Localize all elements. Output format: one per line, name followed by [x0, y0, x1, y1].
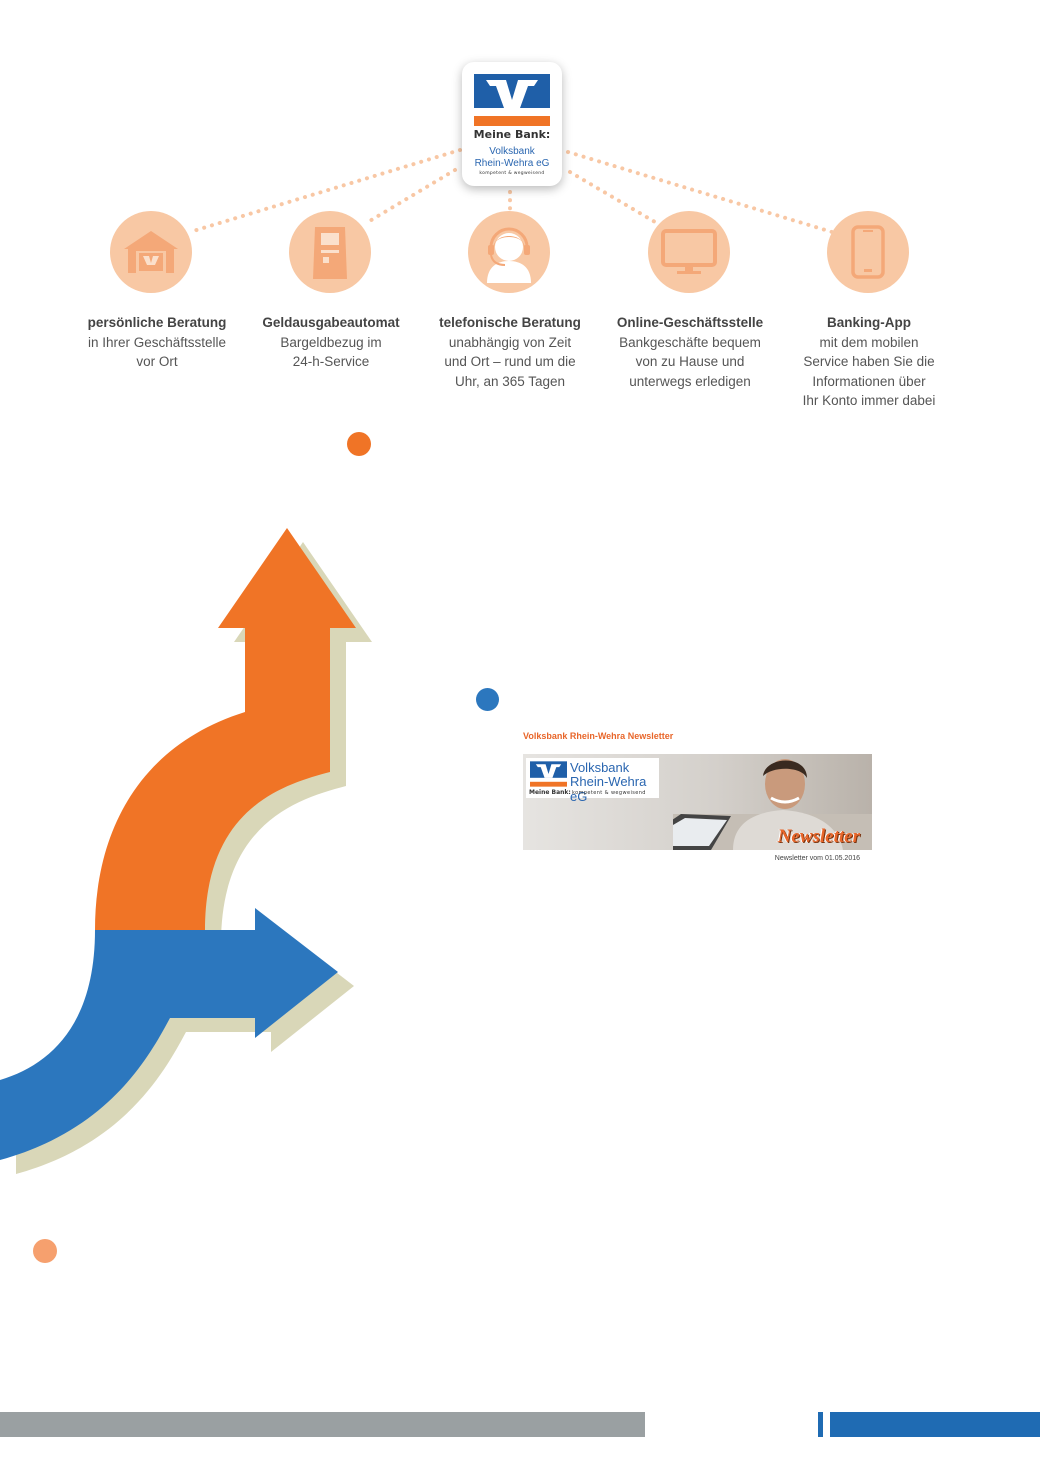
banner-logo-name-line1: Volksbank [570, 760, 630, 775]
newsletter-banner-word: Newsletter [777, 826, 860, 847]
service-title: Geldausgabeautomat [262, 315, 400, 330]
logo-name-line2: Rhein-Wehra eG [474, 158, 550, 169]
footer-gray-bar [0, 1412, 645, 1437]
service-line: Uhr, an 365 Tagen [454, 373, 566, 389]
service-title: telefonische Beratung [439, 315, 581, 330]
service-online-branch: Online-Geschäftsstelle Bankgeschäfte beq… [595, 313, 785, 391]
service-line: mit dem mobilen [819, 334, 919, 350]
connector-lines [188, 148, 834, 234]
service-line: 24-h-Service [292, 354, 370, 369]
atm-icon [289, 211, 371, 293]
service-line: und Ort – rund um die [444, 354, 576, 369]
headset-agent-icon [468, 211, 550, 293]
smartphone-icon [827, 211, 909, 293]
newsletter-date: Newsletter vom 01.05.2016 [774, 855, 860, 862]
service-line: von zu Hause und [635, 354, 745, 369]
service-line: Informationen über [812, 373, 926, 389]
bank-logo-card: Meine Bank: Volksbank Rhein-Wehra eG kom… [462, 62, 562, 186]
service-phone-advice: telefonische Beratung unabhängig von Zei… [415, 313, 605, 391]
service-line: Service haben Sie die [803, 354, 935, 369]
newsletter-person-illustration [673, 759, 872, 850]
footer-blue-bar [830, 1412, 1040, 1437]
service-line: in Ihrer Geschäftsstelle [87, 334, 227, 350]
banner-logo-tagline: kompetent & wegweisend [572, 790, 646, 796]
volksbank-logo-mark-icon [474, 74, 550, 126]
banner-logo-meine-bank: Meine Bank: [529, 789, 571, 796]
banner-logo-name-line2: Rhein-Wehra eG [570, 774, 647, 804]
peach-bullet-dot [33, 1239, 57, 1263]
service-line: Ihr Konto immer dabei [802, 393, 936, 408]
service-line: Bankgeschäfte bequem [619, 334, 761, 350]
service-title: Banking-App [827, 315, 911, 330]
blue-bullet-dot [476, 688, 499, 711]
newsletter-banner-logo: Meine Bank: Volksbank Rhein-Wehra eG kom… [526, 758, 659, 804]
volksbank-logo-mark-icon [530, 761, 567, 787]
blue-arrow [0, 908, 338, 1160]
newsletter-title: Volksbank Rhein-Wehra Newsletter [523, 731, 674, 741]
diverging-arrows-graphic [0, 528, 372, 1174]
service-personal-advice: persönliche Beratung in Ihrer Geschäftss… [62, 313, 252, 372]
service-line: unabhängig von Zeit [448, 334, 572, 350]
service-line: unterwegs erledigen [629, 373, 751, 389]
orange-arrow [95, 528, 356, 930]
newsletter-banner[interactable]: Meine Bank: Volksbank Rhein-Wehra eG kom… [523, 754, 872, 850]
footer-separator [818, 1412, 823, 1437]
orange-bullet-dot [347, 432, 371, 456]
service-title: persönliche Beratung [87, 315, 227, 330]
service-banking-app: Banking-App mit dem mobilen Service habe… [774, 313, 964, 411]
logo-meine-bank: Meine Bank: [473, 128, 551, 141]
bank-building-icon [110, 211, 192, 293]
service-line: vor Ort [136, 354, 178, 369]
service-title: Online-Geschäftsstelle [616, 315, 764, 330]
logo-tagline: kompetent & wegweisend [479, 171, 545, 176]
monitor-icon [648, 211, 730, 293]
service-atm: Geldausgabeautomat Bargeldbezug im 24-h-… [236, 313, 426, 372]
logo-name-line1: Volksbank [489, 146, 535, 157]
service-line: Bargeldbezug im [280, 334, 382, 350]
